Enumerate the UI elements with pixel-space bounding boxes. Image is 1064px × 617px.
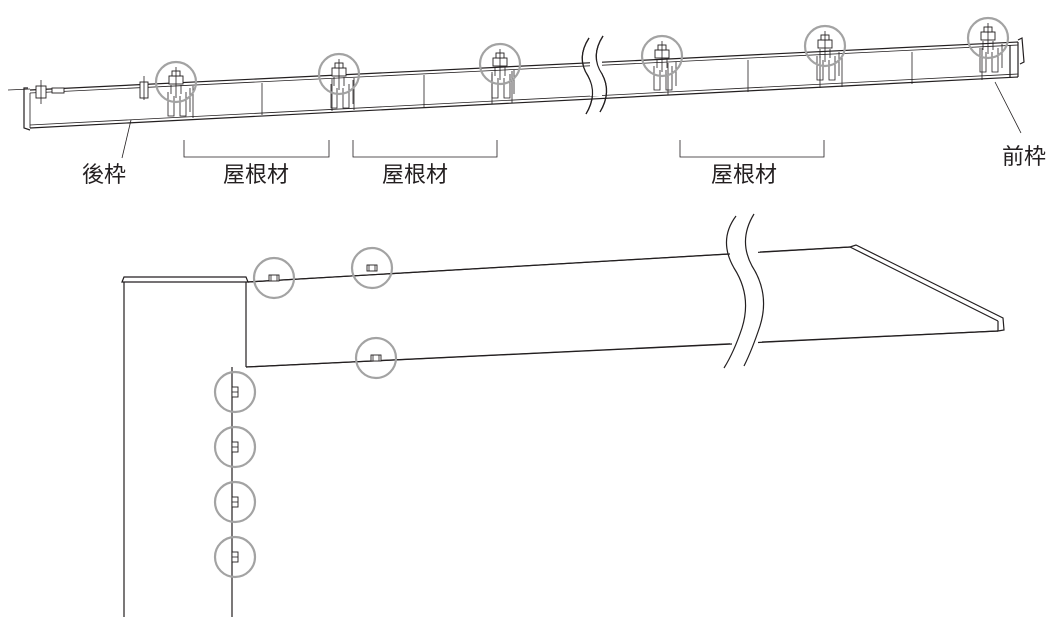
front-frame-label: 前枠: [1002, 145, 1047, 170]
bolt-2: [317, 52, 361, 109]
roof-fastener-3: [354, 336, 398, 380]
roof-material-label-3: 屋根材: [711, 163, 778, 188]
roof-material-bracket-1: [183, 140, 330, 158]
post-fastener-1: [213, 370, 257, 414]
post-fastener-2: [213, 425, 257, 469]
front-frame-leader: [994, 81, 1022, 134]
roof-material-bracket-3: [679, 140, 825, 158]
roof-cross-section: [7, 16, 1025, 131]
highlight-circle: [803, 24, 847, 68]
bolt-5: [803, 24, 847, 81]
roof-fastener-2: [350, 246, 394, 290]
roof-fastener-1: [252, 256, 296, 300]
roof-material-label-1: 屋根材: [223, 163, 290, 188]
highlight-circle: [213, 425, 257, 469]
highlight-circle: [154, 60, 198, 104]
bolt-4: [640, 34, 684, 91]
highlight-circle: [966, 16, 1010, 60]
highlight-circle: [213, 370, 257, 414]
bolt-1: [154, 60, 198, 117]
highlight-circle: [350, 246, 394, 290]
post-fastener-4: [213, 535, 257, 579]
highlight-circle: [252, 256, 296, 300]
rear-frame-leader: [121, 119, 132, 159]
highlight-circle: [478, 42, 522, 86]
rear-frame-label: 後枠: [82, 163, 127, 188]
highlight-circle: [213, 480, 257, 524]
roof-material-bracket-2: [352, 140, 498, 158]
highlight-circle: [640, 34, 684, 78]
highlight-circle: [354, 336, 398, 380]
highlight-circle: [213, 535, 257, 579]
bolt-6: [966, 16, 1010, 73]
post-fastener-3: [213, 480, 257, 524]
highlight-circle: [317, 52, 361, 96]
roof-material-label-2: 屋根材: [382, 163, 449, 188]
bolt-3: [478, 42, 522, 99]
